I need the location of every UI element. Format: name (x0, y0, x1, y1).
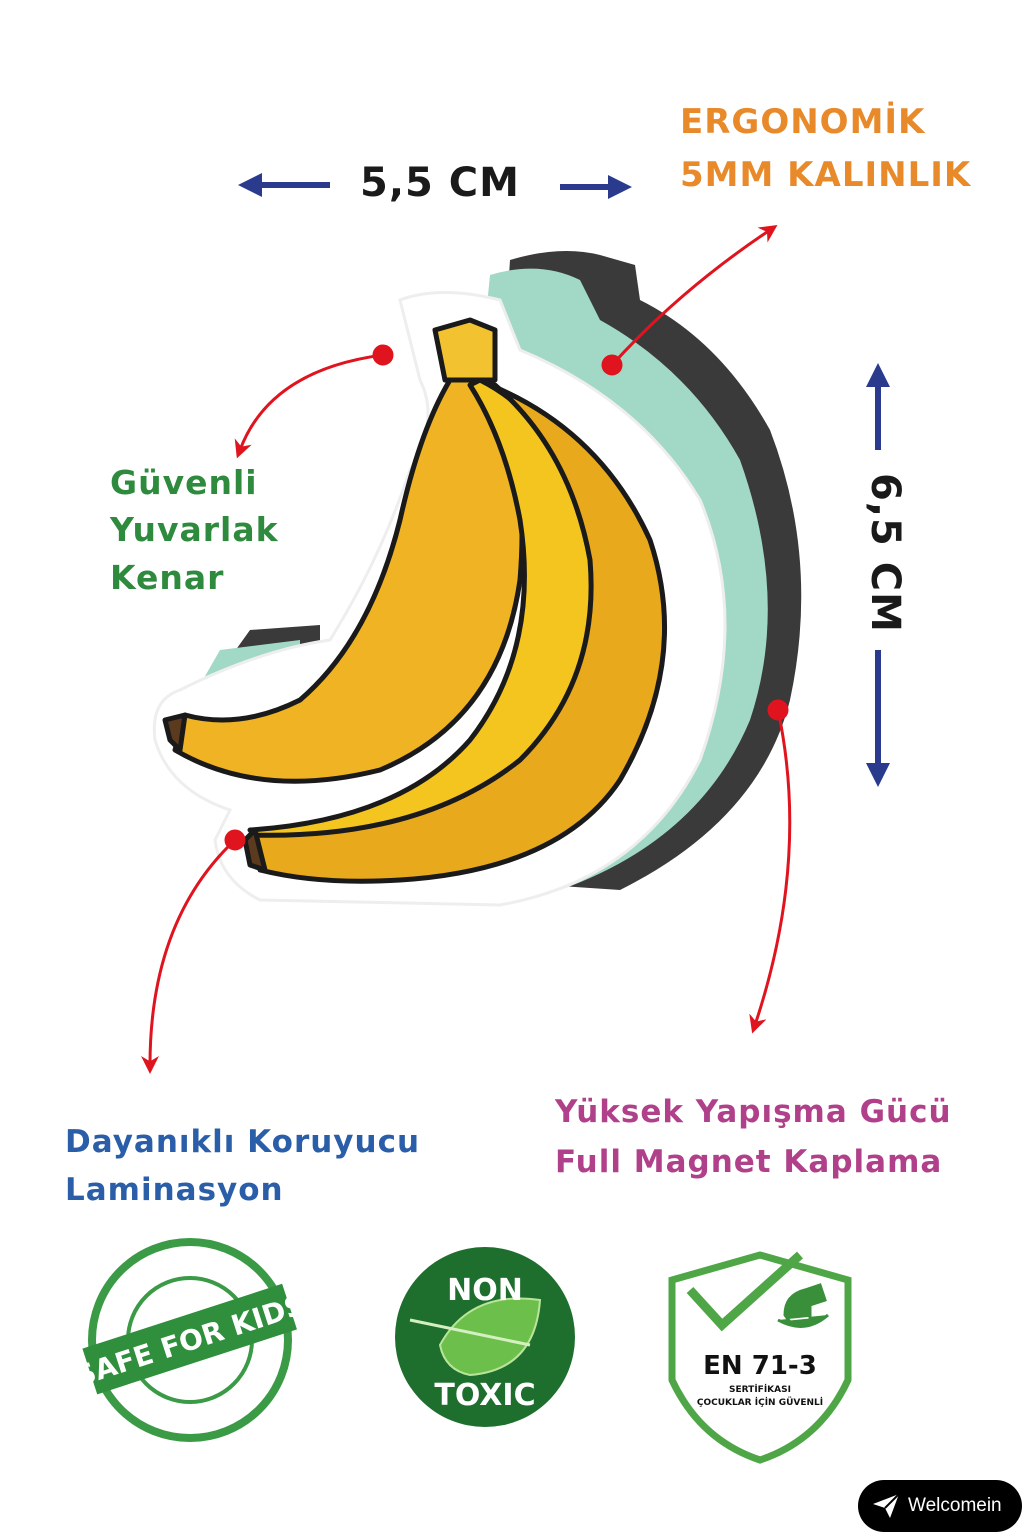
width-label: 5,5 CM (360, 160, 520, 206)
height-label: 6,5 CM (862, 473, 908, 633)
safe-edge-label-line3: Kenar (110, 558, 225, 597)
svg-text:TOXIC: TOXIC (434, 1378, 535, 1413)
width-dimension-arrows (238, 173, 632, 199)
lamination-label-line2: Laminasyon (65, 1172, 284, 1208)
en71-3-certificate-badge: EN 71-3 SERTİFİKASI ÇOCUKLAR İÇİN GÜVENL… (668, 1251, 852, 1464)
svg-text:SERTİFİKASI: SERTİFİKASI (729, 1384, 791, 1395)
svg-text:ÇOCUKLAR İÇİN GÜVENLİ: ÇOCUKLAR İÇİN GÜVENLİ (697, 1397, 823, 1408)
ergonomic-label-line2: 5MM KALINLIK (680, 155, 972, 195)
ergonomic-label-line1: ERGONOMİK (680, 102, 926, 142)
magnet-label-line1: Yüksek Yapışma Gücü (555, 1094, 952, 1130)
magnet-label-line2: Full Magnet Kaplama (555, 1144, 943, 1180)
svg-text:NON: NON (447, 1273, 523, 1308)
safe-edge-label-line2: Yuvarlak (110, 510, 279, 549)
safe-edge-label-line1: Güvenli (110, 463, 258, 502)
lamination-label-line1: Dayanıklı Koruyucu (65, 1124, 421, 1160)
welcomein-label: Welcomein (908, 1495, 1002, 1516)
safe-for-kids-badge: SAFE FOR KIDS (71, 1238, 309, 1442)
banana-illustration (162, 317, 668, 884)
paper-plane-icon (873, 1493, 900, 1518)
svg-text:EN 71-3: EN 71-3 (703, 1351, 817, 1381)
pointer-arrows (141, 225, 792, 1074)
rocking-horse-icon (777, 1283, 829, 1328)
non-toxic-badge: NON TOXIC (395, 1247, 575, 1427)
welcomein-button[interactable]: Welcomein (858, 1480, 1022, 1532)
